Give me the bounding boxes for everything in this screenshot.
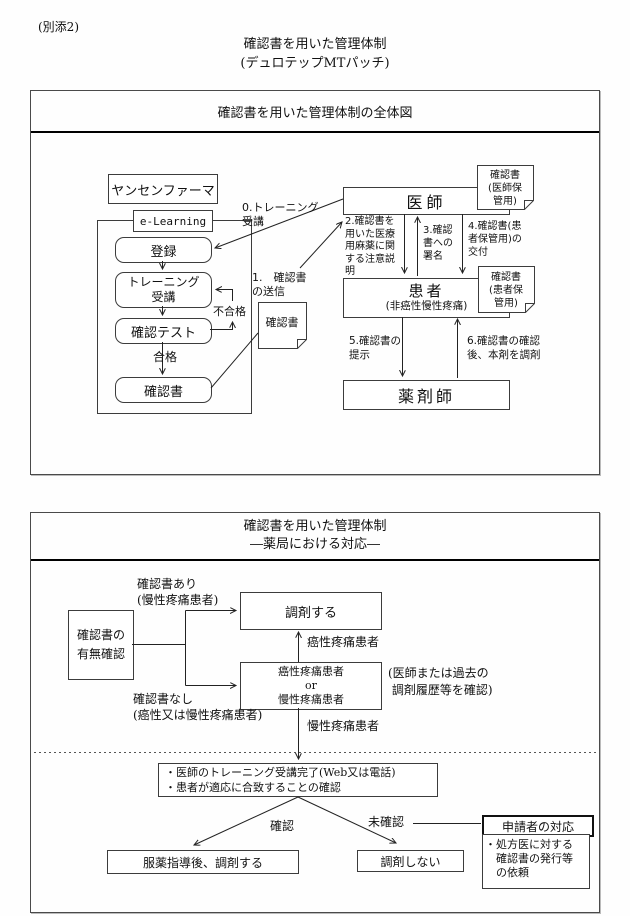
training-step-box: トレーニング 受講 [115,272,212,308]
unconfirmed-label: 未確認 [368,815,405,829]
do-not-dispense-box: 調剤しない [357,850,464,872]
confirmed-label: 確認 [270,819,295,833]
dispense-after-guidance-box: 服薬指導後、調剤する [107,850,299,874]
dispense-label: 調剤する [284,605,337,621]
step2-label: 2.確認書を 用いた医療 用麻薬に関 する注意説 明 [345,216,395,277]
janssen-label: ヤンセンファーマ [111,183,215,199]
do-not-dispense-label: 調剤しない [380,854,441,869]
doctor-history-note: (医師または過去の 調剤履歴等を確認) [388,666,493,697]
overall-diagram-title: 確認書を用いた管理体制の全体図 [217,105,413,121]
pharmacist-label: 薬剤師 [397,387,455,406]
step5-label: 5.確認書の 提示 [349,335,402,361]
test-step-box: 確認テスト [115,318,212,344]
patient-sub-label: (非癌性慢性疼痛) [385,300,468,312]
test-label: 確認テスト [130,325,196,341]
elearning-box: e-Learning [133,210,213,232]
applicant-response-body-box: ・処方医に対する 確認書の発行等 の依頼 [482,834,590,889]
doctor-copy-document-label: 確認書 (医師保 管用) [488,170,522,207]
step0-label: 0.トレーニング 受講 [242,201,319,228]
no-certificate-label: 確認書なし (癌性又は慢性疼痛患者) [133,692,263,722]
dispense-after-guidance-label: 服薬指導後、調剤する [142,855,263,870]
janssen-box: ヤンセンファーマ [108,174,218,204]
patient-copy-document-label: 確認書 (患者保 管用) [489,272,523,309]
chronic-pain-label: 慢性疼痛患者 [307,719,380,733]
page-title: 確認書を用いた管理体制 [243,37,387,52]
check-existence-label: 確認書の 有無確認 [76,628,125,661]
cancer-or-chronic-label: 癌性疼痛患者 or 慢性疼痛患者 [278,665,344,706]
attachment-label: (別添2) [38,20,79,34]
has-certificate-label: 確認書あり (慢性疼痛患者) [137,577,219,607]
applicant-response-header: 申請者の対応 [501,819,574,834]
cancer-pain-label: 癌性疼痛患者 [307,635,380,649]
certificate-label: 確認書 [143,384,183,400]
overall-diagram-frame: 確認書を用いた管理体制の全体図 [30,90,600,475]
cancer-or-chronic-box: 癌性疼痛患者 or 慢性疼痛患者 [240,662,382,710]
register-step-box: 登録 [115,237,212,263]
register-label: 登録 [150,244,177,260]
pharmacy-diagram-title-band: 確認書を用いた管理体制 ―薬局における対応― [31,513,599,561]
doctor-label: 医師 [406,193,447,212]
step3-label: 3.確認 書への 署名 [423,225,453,262]
overall-diagram-title-band: 確認書を用いた管理体制の全体図 [31,91,599,133]
page-subtitle: (デュロテップMTパッチ) [240,56,390,71]
step1-label: 1. 確認書 の送信 [252,271,307,298]
elearning-label: e-Learning [139,214,207,228]
step6-label: 6.確認書の確認 後、本剤を調剤 [467,335,541,361]
fail-label: 不合格 [213,305,246,318]
conditions-label: ・医師のトレーニング受講完了(Web又は電話) ・患者が適応に合致することの確認 [165,766,396,794]
pass-label: 合格 [153,350,178,364]
pharmacy-diagram-title: 確認書を用いた管理体制 [243,519,387,534]
conditions-box: ・医師のトレーニング受講完了(Web又は電話) ・患者が適応に合致することの確認 [158,763,438,797]
step4-label: 4.確認書(患 者保管用)の 交付 [468,221,522,258]
patient-label: 患者 [408,282,445,300]
pharmacy-diagram-subtitle: ―薬局における対応― [249,537,380,552]
training-label: トレーニング 受講 [127,275,200,304]
pharmacy-diagram-frame: 確認書を用いた管理体制 ―薬局における対応― [30,512,600,913]
certificate-step-box: 確認書 [115,377,212,403]
applicant-response-body: ・処方医に対する 確認書の発行等 の依頼 [485,838,573,879]
dispense-box: 調剤する [240,592,382,630]
pharmacist-box: 薬剤師 [343,380,510,410]
certificate-document-label: 確認書 [265,316,299,329]
check-existence-box: 確認書の 有無確認 [68,610,134,680]
applicant-response-header-box: 申請者の対応 [482,815,594,837]
